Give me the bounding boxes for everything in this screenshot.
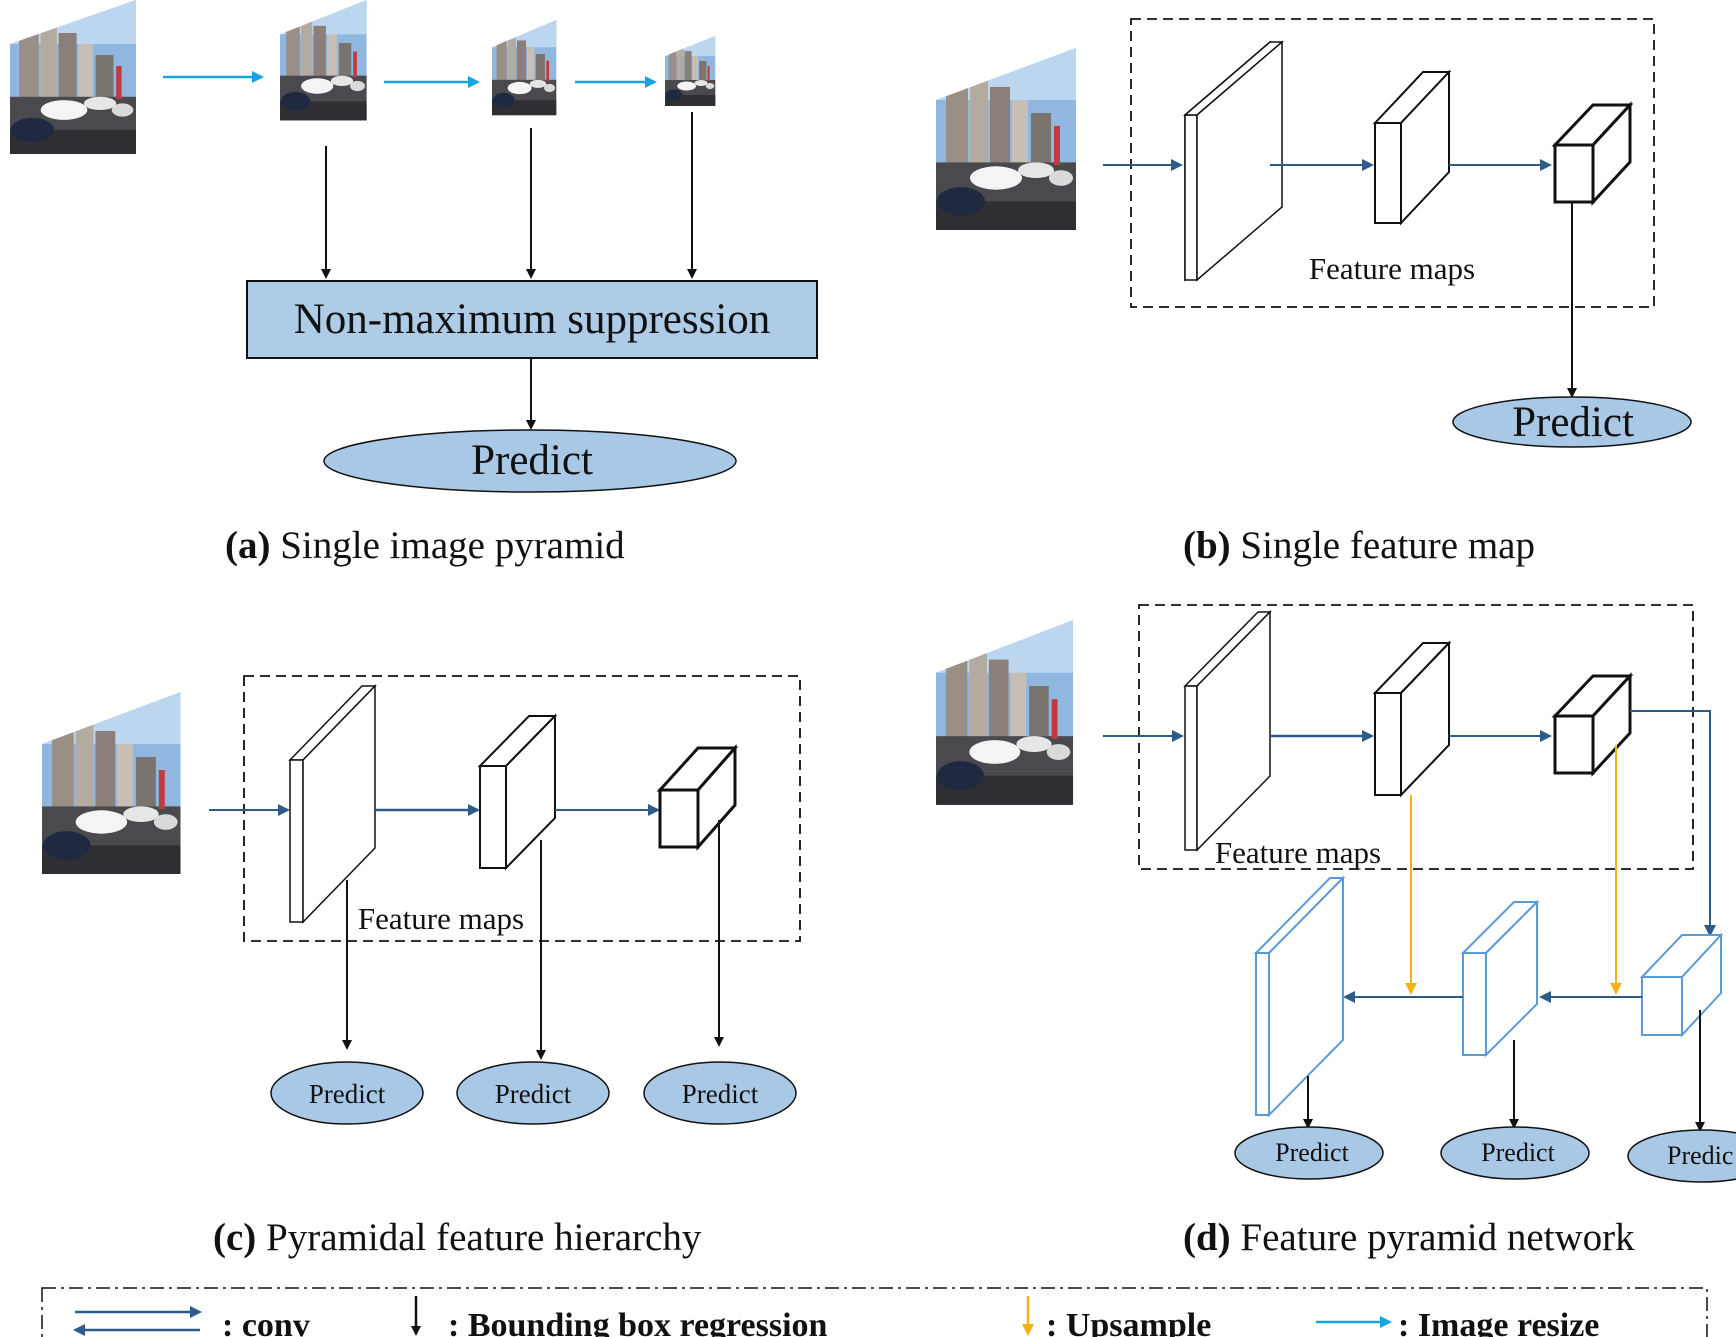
caption-b-text: Single feature map [1231,524,1535,567]
predict-ellipse [323,429,737,493]
predict-label: Predict [495,1079,572,1109]
panel-b: Feature maps Predict (b) Single feature … [936,18,1692,567]
feature-maps-label: Feature maps [1215,835,1381,870]
predict-label: Predict [682,1079,759,1109]
feature-map-medium [1372,640,1452,798]
caption-a-text: Single image pyramid [270,524,625,567]
feature-map-large [288,684,377,924]
feature-map-small [1551,101,1634,206]
predict-ellipse [1452,396,1692,448]
predict-ellipse [1440,1126,1590,1180]
input-image-small [492,20,557,116]
caption-d: (d) Feature pyramid network [1183,1216,1635,1259]
predict-label: Predict [471,437,593,484]
legend-bbox: : Bounding box regression [448,1307,828,1337]
feature-map-medium [1372,69,1452,226]
conv-legend-icon [73,1306,202,1336]
caption-c-text: Pyramidal feature hierarchy [256,1216,702,1259]
feature-maps-label: Feature maps [358,901,524,936]
caption-d-letter: (d) [1183,1216,1231,1259]
predict-label: Predict [1481,1138,1555,1167]
feature-map-large [1182,40,1285,282]
predict-ellipse [1627,1129,1736,1183]
feature-maps-region [243,675,801,942]
nms-label: Non-maximum suppression [294,296,771,343]
input-image [42,692,181,874]
caption-b-letter: (b) [1183,524,1231,567]
input-image-medium [280,0,367,121]
legend-upsample: : Upsample [1046,1307,1211,1337]
predict-ellipse [643,1061,797,1125]
caption-a-letter: (a) [225,524,270,567]
input-image-large [10,0,136,154]
feature-map-large [1183,610,1272,852]
caption-c-letter: (c) [213,1216,256,1259]
predict-label: Predict [1275,1138,1349,1167]
predict-ellipse [456,1061,610,1125]
feature-map-small [1551,672,1634,777]
predict-label: Predict [1512,399,1634,446]
legend-border [41,1287,1708,1337]
legend-resize: : Image resize [1398,1307,1599,1337]
fpn-map-small [1639,932,1724,1038]
predict-ellipse [270,1061,424,1125]
input-image [936,620,1074,805]
conv-arrow [1630,710,1716,937]
predict-label: Predict [309,1079,386,1109]
caption-d-text: Feature pyramid network [1231,1216,1635,1259]
caption-a: (a) Single image pyramid [225,524,625,567]
panel-a: Non-maximum suppression Predict (a) Sing… [10,0,818,567]
legend-conv: : conv [222,1307,310,1337]
feature-maps-region [1130,18,1655,308]
feature-map-medium [477,713,558,871]
legend: : conv : Bounding box regression : Upsam… [41,1287,1708,1337]
predict-label: Predic [1667,1141,1733,1170]
caption-b: (b) Single feature map [1183,524,1535,567]
feature-maps-label: Feature maps [1309,251,1475,286]
panel-d: Feature maps Predic [936,604,1736,1259]
caption-c: (c) Pyramidal feature hierarchy [213,1216,702,1259]
input-image [936,48,1076,230]
predict-ellipse [1234,1126,1384,1180]
input-image-tiny [665,36,716,106]
fpn-map-medium [1460,899,1540,1058]
panel-c: Feature maps Predict Predict Predict (c)… [42,675,801,1259]
fpn-map-large [1253,875,1346,1118]
feature-map-small [656,744,739,851]
